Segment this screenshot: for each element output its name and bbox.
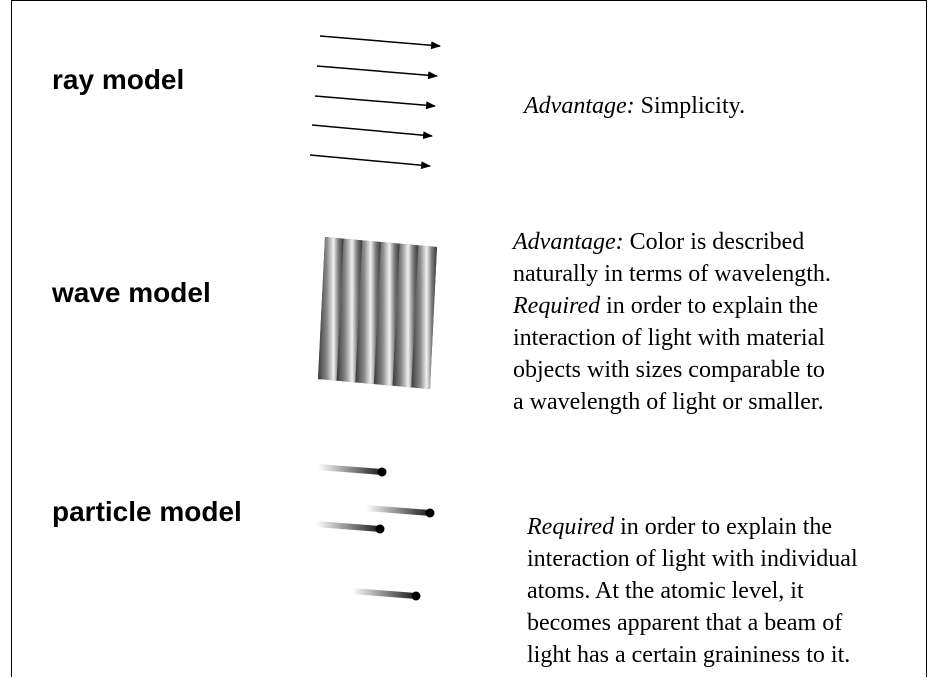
- description-line: objects with sizes comparable to: [513, 354, 831, 386]
- body-text: objects with sizes comparable to: [513, 357, 825, 383]
- emphasis-text: Advantage:: [513, 229, 624, 255]
- description-line: Required in order to explain the: [513, 290, 831, 322]
- particle: [366, 505, 435, 518]
- particles: [316, 464, 435, 601]
- description-line: Advantage: Color is described: [513, 226, 831, 258]
- wave-stripe: [392, 243, 419, 388]
- wave-stripe: [374, 242, 400, 386]
- description-line: naturally in terms of wavelength.: [513, 258, 831, 290]
- body-text: atoms. At the atomic level, it: [527, 578, 804, 604]
- body-text: Color is described: [623, 229, 805, 255]
- ray-arrow: [314, 95, 436, 110]
- ray-arrow: [309, 154, 431, 170]
- ray-model-label: ray model: [52, 64, 185, 95]
- wave-pattern: [318, 237, 437, 389]
- wave-stripe: [336, 238, 363, 383]
- body-text: becomes apparent that a beam of: [527, 610, 843, 636]
- description-line: a wavelength of light or smaller.: [513, 386, 831, 418]
- emphasis-text: Required: [513, 293, 601, 319]
- body-text: light has a certain graininess to it.: [527, 642, 851, 668]
- wave-stripe: [318, 237, 344, 381]
- particle-model-label: particle model: [52, 496, 242, 527]
- description-line: light has a certain graininess to it.: [527, 639, 858, 671]
- description-line: Required in order to explain the: [527, 511, 858, 543]
- wave-model-description: Advantage: Color is described naturally i…: [513, 226, 831, 418]
- ray-arrows: [309, 35, 441, 170]
- ray-arrow: [316, 65, 438, 80]
- wave-stripe: [411, 245, 437, 389]
- particle: [352, 588, 421, 601]
- wave-model-label: wave model: [52, 277, 211, 308]
- body-text: interaction of light with material: [513, 325, 825, 351]
- body-text: interaction of light with individual: [527, 546, 858, 572]
- body-text: Simplicity.: [634, 93, 746, 119]
- body-text: in order to explain the: [600, 293, 819, 319]
- wave-stripe: [355, 240, 381, 384]
- figure-frame: [11, 0, 927, 677]
- ray-arrow: [319, 35, 441, 50]
- ray-arrow: [311, 124, 433, 140]
- description-line: interaction of light with individual: [527, 543, 858, 575]
- emphasis-text: Advantage:: [524, 93, 635, 119]
- body-text: in order to explain the: [614, 514, 833, 540]
- description-line: Advantage: Simplicity.: [524, 90, 745, 122]
- particle-model-description: Required in order to explain the interact…: [527, 511, 858, 671]
- emphasis-text: Required: [527, 514, 615, 540]
- body-text: naturally in terms of wavelength.: [513, 261, 831, 287]
- particle: [318, 464, 387, 477]
- description-line: interaction of light with material: [513, 322, 831, 354]
- description-line: atoms. At the atomic level, it: [527, 575, 858, 607]
- ray-model-description: Advantage: Simplicity.: [524, 90, 745, 122]
- particle: [316, 521, 385, 534]
- description-line: becomes apparent that a beam of: [527, 607, 858, 639]
- body-text: a wavelength of light or smaller.: [513, 389, 824, 415]
